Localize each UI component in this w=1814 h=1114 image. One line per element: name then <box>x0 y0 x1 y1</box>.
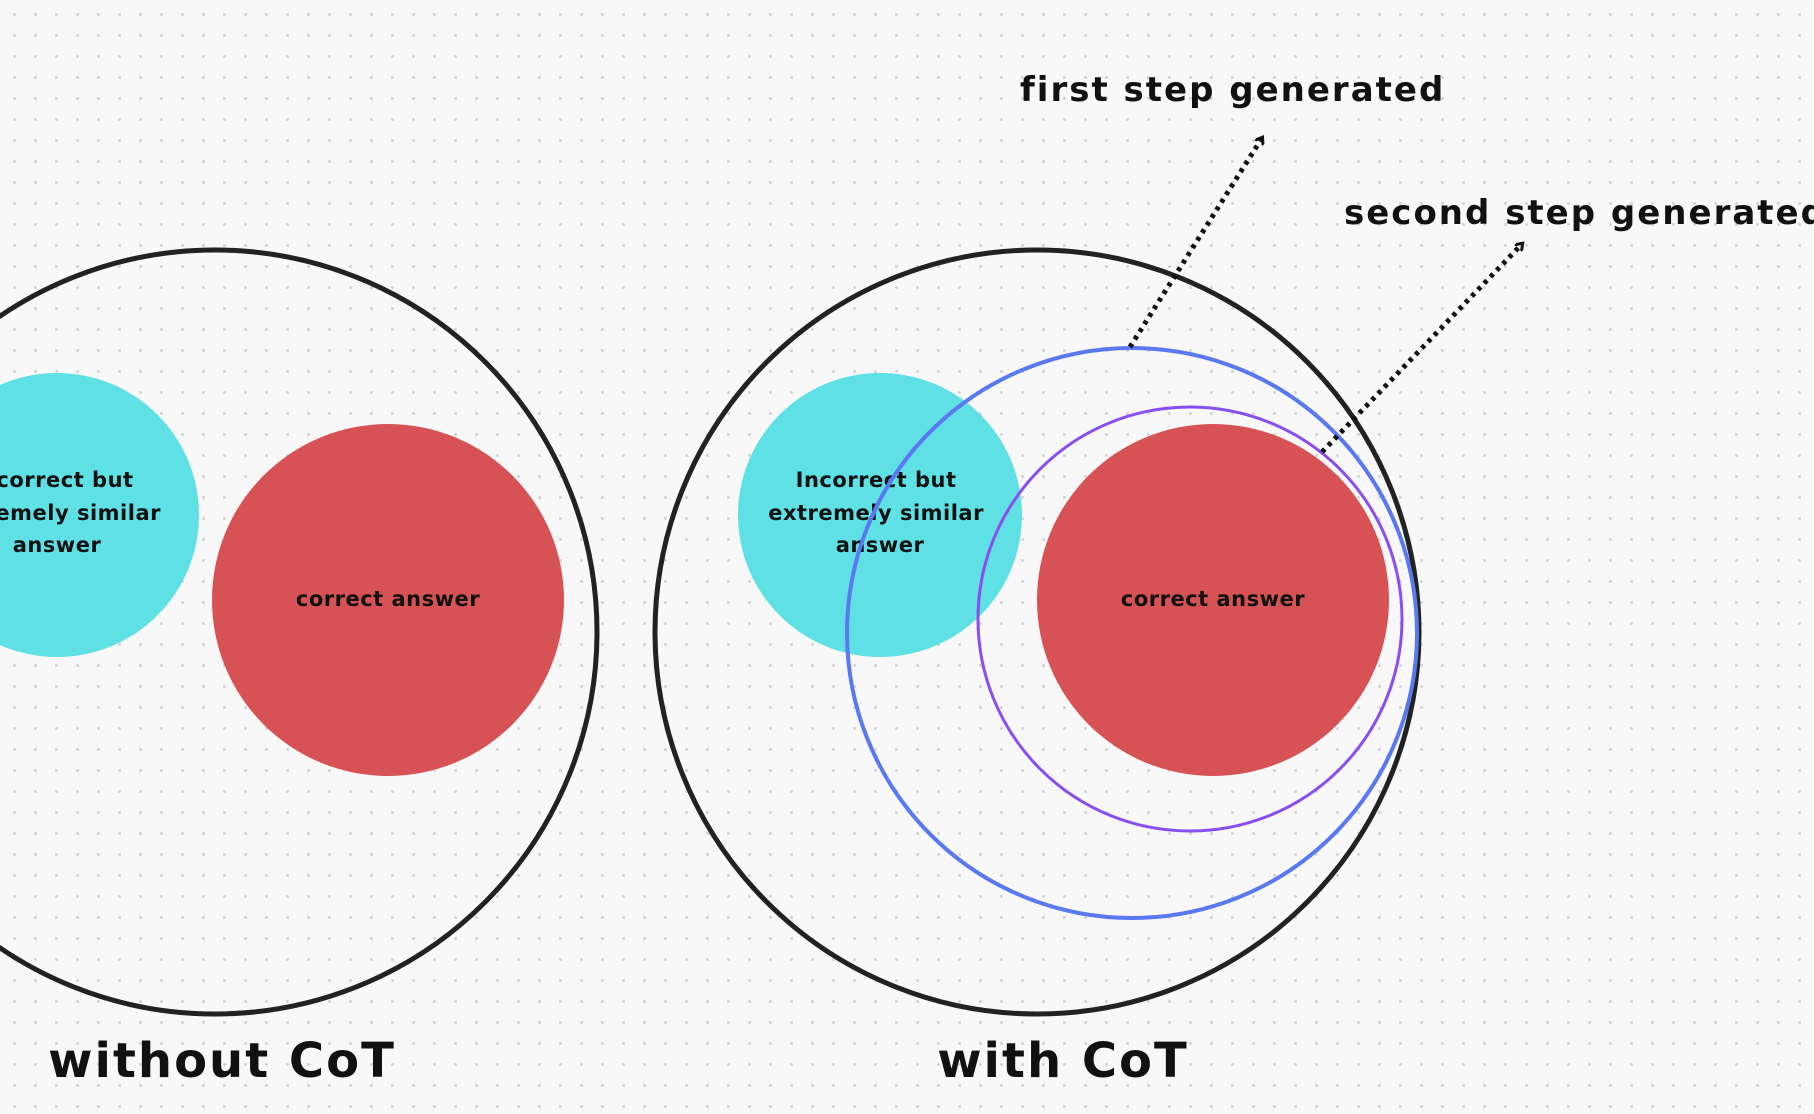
with-cot-incorrect-similar-bubble <box>738 373 1022 657</box>
with-cot-panel: Incorrect but extremely similar answer c… <box>652 70 1814 1089</box>
without-cot-answer-space-circle <box>0 247 600 1017</box>
second-step-arrow <box>1320 244 1522 454</box>
second-step-label: second step generated <box>1344 193 1814 233</box>
with-cot-incorrect-label: Incorrect but extremely similar answer <box>768 468 992 557</box>
with-cot-caption: with CoT <box>937 1033 1189 1089</box>
without-cot-correct-label: correct answer <box>296 587 480 611</box>
first-step-label: first step generated <box>1020 70 1445 110</box>
with-cot-answer-space-circle <box>652 247 1422 1017</box>
without-cot-caption: without CoT <box>48 1033 396 1089</box>
with-cot-correct-label: correct answer <box>1121 587 1305 611</box>
without-cot-incorrect-similar-bubble <box>0 373 199 657</box>
first-step-arrow <box>1127 138 1262 349</box>
without-cot-incorrect-label: Incorrect but extremely similar answer <box>0 468 169 557</box>
second-step-region-circle <box>976 405 1404 833</box>
without-cot-correct-answer-bubble <box>212 424 564 776</box>
without-cot-panel: Incorrect but extremely similar answer c… <box>0 247 600 1089</box>
with-cot-correct-answer-bubble <box>1037 424 1389 776</box>
